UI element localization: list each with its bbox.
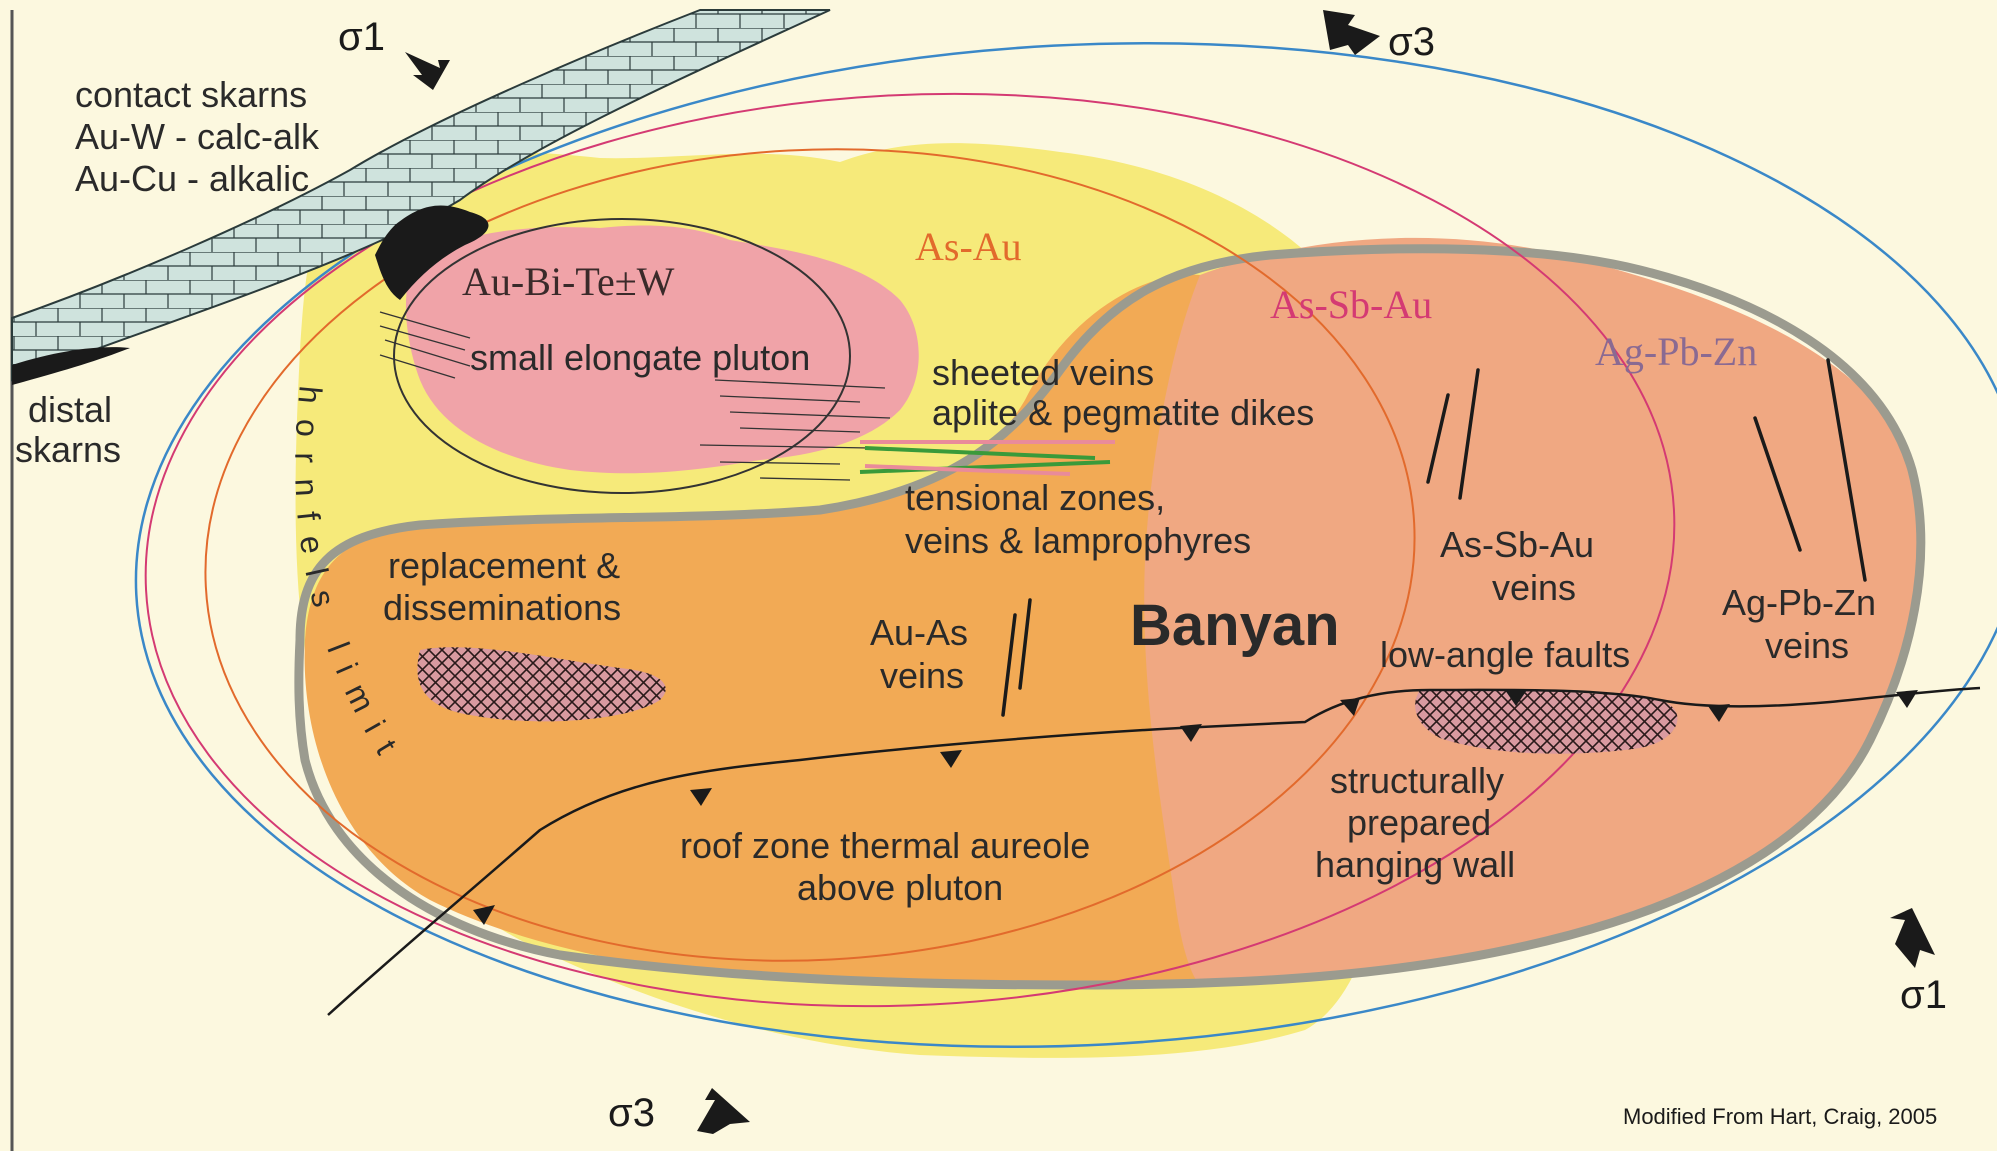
pluton-label: small elongate pluton xyxy=(470,337,810,378)
vein-strokes xyxy=(1001,358,1867,717)
sigma3-bottom-label: σ3 xyxy=(608,1091,655,1135)
banyan-zone-outline xyxy=(294,244,1926,990)
replacement-hatch-pattern xyxy=(417,647,666,722)
ag-pb-zn-veins-label: Ag-Pb-Zn xyxy=(1722,582,1876,623)
contact-skarns-label: contact skarns xyxy=(75,74,307,115)
low-angle-fault-line xyxy=(327,686,1981,1016)
stress-arrows xyxy=(405,10,1935,1134)
limestone-band-pattern xyxy=(12,10,830,380)
as-sb-au-veins-label: As-Sb-Au xyxy=(1440,524,1594,565)
banyan-orange-zone xyxy=(304,274,1200,989)
au-bi-te-w-zone-label: Au-Bi-Te±W xyxy=(462,259,675,304)
lamprophyres-label: veins & lamprophyres xyxy=(905,520,1251,561)
sigma3-bottom-arrow-icon xyxy=(697,1088,750,1134)
skarns-label: skarns xyxy=(15,429,121,470)
sigma3-top-label: σ3 xyxy=(1388,20,1435,64)
hanging-wall-label: hanging wall xyxy=(1315,844,1515,885)
replacement-label: replacement & xyxy=(388,545,620,586)
distal-label: distal xyxy=(28,389,112,430)
prepared-label: prepared xyxy=(1347,802,1491,843)
structurally-label: structurally xyxy=(1330,760,1504,801)
sheeted-veins-label: sheeted veins xyxy=(932,352,1154,393)
sheeted-vein-lines xyxy=(379,311,891,481)
hanging-wall-hatch-pattern xyxy=(1415,689,1678,754)
au-as-label: Au-As xyxy=(870,612,968,653)
distal-skarn-body xyxy=(12,347,130,385)
tensional-zones-label: tensional zones, xyxy=(905,477,1165,518)
ag-pb-zn-zone-label: Ag-Pb-Zn xyxy=(1595,329,1757,374)
credit-label: Modified From Hart, Craig, 2005 xyxy=(1623,1104,1937,1129)
aplite-dikes-label: aplite & pegmatite dikes xyxy=(932,392,1314,433)
sigma3-top-arrow-icon xyxy=(1323,10,1380,55)
as-au-zone-label: As-Au xyxy=(915,224,1022,269)
as-sb-au-ellipse xyxy=(144,92,1676,1008)
sigma1-bottom-arrow-icon xyxy=(1890,908,1935,968)
annotation-labels: contact skarns Au-W - calc-alk Au-Cu - a… xyxy=(15,74,1876,908)
fault-teeth xyxy=(473,690,1918,925)
low-angle-faults-label: low-angle faults xyxy=(1380,634,1630,675)
as-sb-au-zone-label: As-Sb-Au xyxy=(1270,282,1432,327)
pluton-outline-ellipse xyxy=(393,218,851,494)
above-pluton-label: above pluton xyxy=(797,867,1003,908)
as-sb-au-veins-label-2: veins xyxy=(1492,567,1576,608)
as-au-ellipse xyxy=(204,148,1416,962)
ag-pb-zn-veins-label-2: veins xyxy=(1765,625,1849,666)
ag-pb-zn-salmon-zone xyxy=(1106,237,1923,985)
contact-skarns-au-w-label: Au-W - calc-alk xyxy=(75,116,320,157)
contact-skarns-au-cu-label: Au-Cu - alkalic xyxy=(75,158,309,199)
outer-blue-ellipse xyxy=(134,41,1997,1049)
sigma1-bottom-label: σ1 xyxy=(1900,973,1947,1017)
sigma1-top-arrow-icon xyxy=(405,52,450,90)
contact-skarn-body xyxy=(375,205,489,300)
disseminations-label: disseminations xyxy=(383,587,621,628)
roof-zone-label: roof zone thermal aureole xyxy=(680,825,1090,866)
small-elongate-pluton xyxy=(405,225,919,474)
aplite-pegmatite-dikes xyxy=(859,440,1115,476)
banyan-label: Banyan xyxy=(1130,593,1340,658)
au-as-veins-label: veins xyxy=(880,655,964,696)
sigma1-top-label: σ1 xyxy=(338,15,385,59)
